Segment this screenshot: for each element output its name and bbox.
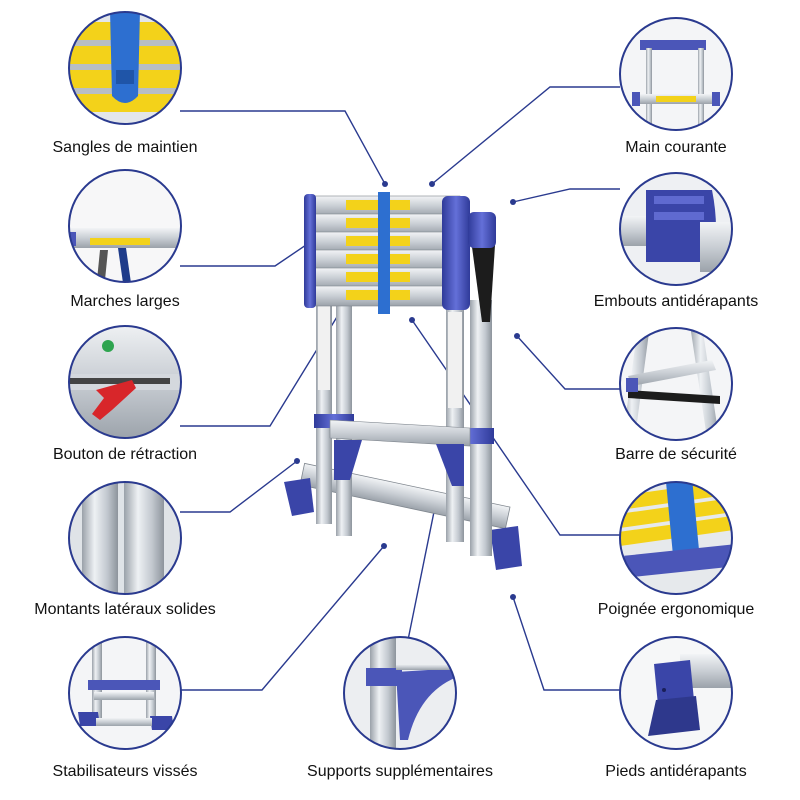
- connector-extra-supports: [407, 496, 438, 641]
- extra-support-closeup-icon: [343, 636, 457, 750]
- feature-label-supports-supplementaires: Supports supplémentaires: [307, 763, 493, 780]
- feature-label-montants-lateraux-solides: Montants latéraux solides: [34, 601, 216, 618]
- feature-label-stabilisateurs-visses: Stabilisateurs vissés: [52, 763, 198, 780]
- handrail-closeup-icon: [619, 17, 733, 131]
- connector-safety-bar: [516, 335, 620, 390]
- connector-side-rails: [180, 460, 298, 513]
- strap-closeup-icon: [68, 11, 182, 125]
- feature-label-marches-larges: Marches larges: [70, 293, 180, 310]
- feature-label-main-courante: Main courante: [625, 139, 727, 156]
- feature-label-barre-de-securite: Barre de sécurité: [615, 446, 737, 463]
- side-rails-closeup-icon: [68, 481, 182, 595]
- screwed-stabilizer-closeup-icon: [68, 636, 182, 750]
- connector-strap: [180, 110, 386, 185]
- anti-slip-cap-closeup-icon: [619, 172, 733, 286]
- ladder-step-stack: [304, 192, 470, 314]
- connector-lines: [180, 86, 620, 691]
- connector-anti-slip-feet: [512, 596, 620, 691]
- safety-bar-closeup-icon: [619, 327, 733, 441]
- feature-label-bouton-de-retraction: Bouton de rétraction: [52, 446, 198, 463]
- ergonomic-handle-closeup-icon: [619, 481, 733, 595]
- feature-label-sangles-de-maintien: Sangles de maintien: [52, 139, 198, 156]
- connector-handrail: [431, 86, 620, 185]
- feature-label-pieds-antiderapants: Pieds antidérapants: [605, 763, 747, 780]
- anti-slip-feet-closeup-icon: [619, 636, 733, 750]
- retraction-button-closeup-icon: [68, 325, 182, 439]
- connector-stabilizers: [180, 545, 385, 691]
- feature-label-embouts-antiderapants: Embouts antidérapants: [593, 293, 759, 310]
- connector-anti-slip-caps: [512, 188, 620, 203]
- ladder-illustration: [284, 192, 522, 570]
- feature-label-poignee-ergonomique: Poignée ergonomique: [597, 601, 755, 618]
- wide-step-closeup-icon: [68, 169, 182, 283]
